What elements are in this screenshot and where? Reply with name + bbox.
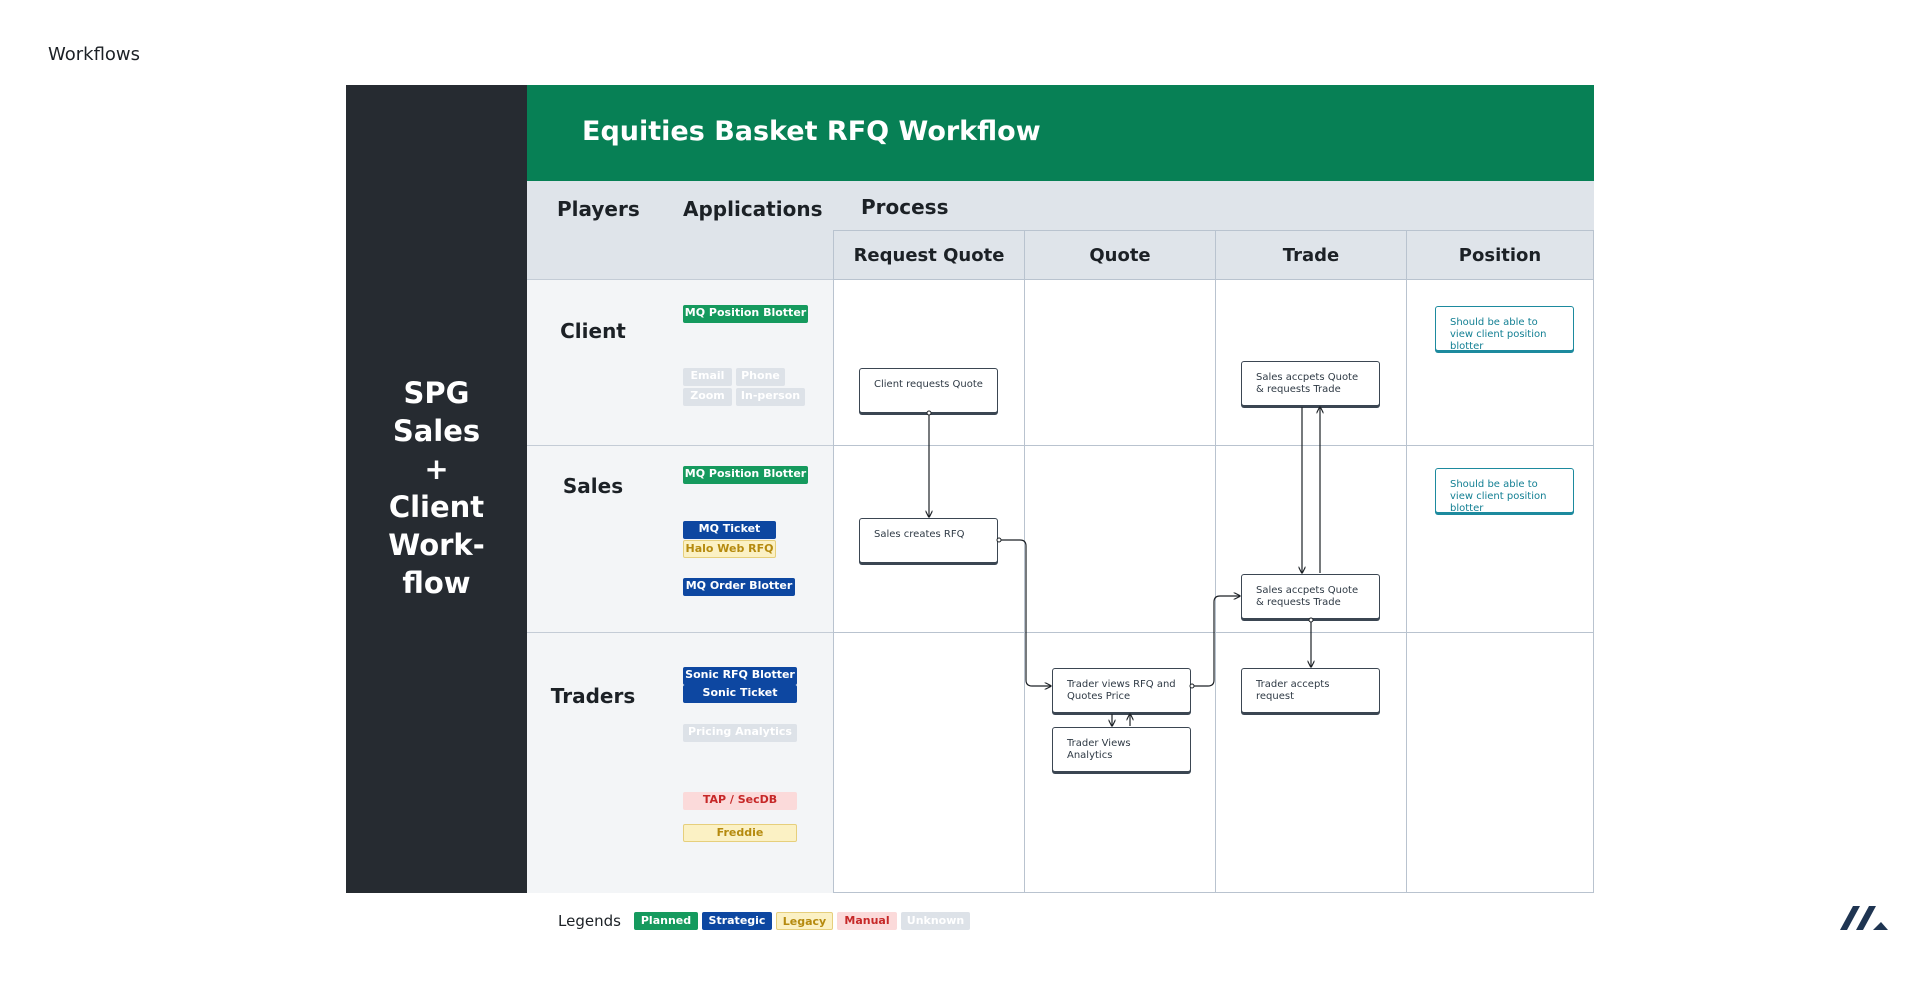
box-client-accepts-quote: Sales accpets Quote & requests Trade [1241, 361, 1380, 406]
player-traders: Traders [550, 684, 636, 708]
app-tap-secdb: TAP / SecDB [683, 792, 797, 810]
side-title-line: Sales [392, 414, 481, 448]
box-trader-views-rfq: Trader views RFQ and Quotes Price [1052, 668, 1191, 713]
side-title-line: + [424, 452, 449, 486]
side-title: SPG Sales + Client Work- flow [346, 374, 527, 602]
process-label: Process [861, 195, 949, 219]
player-client: Client [560, 319, 626, 343]
box-client-requests-quote: Client requests Quote [859, 368, 998, 413]
box-sales-accepts-quote: Sales accpets Quote & requests Trade [1241, 574, 1380, 619]
side-title-line: flow [402, 566, 471, 600]
stage-header-request-quote: Request Quote [833, 230, 1024, 279]
app-pricing-analytics: Pricing Analytics [683, 724, 797, 742]
side-panel [346, 85, 527, 893]
app-in-person: In-person [736, 388, 805, 406]
stage-header-position: Position [1406, 230, 1594, 279]
legend-legacy: Legacy [776, 912, 833, 930]
grid-line [1406, 279, 1407, 893]
box-client-position-blotter: Should be able to view client position b… [1435, 306, 1574, 352]
box-trader-views-analytics: Trader Views Analytics [1052, 727, 1191, 772]
player-sales: Sales [562, 474, 624, 498]
grid-line [833, 632, 1594, 633]
players-header: Players [557, 197, 640, 221]
grid-line [1024, 279, 1025, 893]
legend-unknown: Unknown [901, 912, 970, 930]
box-sales-creates-rfq: Sales creates RFQ [859, 518, 998, 563]
workflow-title: Equities Basket RFQ Workflow [582, 116, 1041, 147]
app-sonic-ticket: Sonic Ticket [683, 685, 797, 703]
side-title-line: SPG [403, 376, 470, 410]
app-zoom: Zoom [683, 388, 732, 406]
app-mq-ticket: MQ Ticket [683, 521, 776, 539]
side-title-line: Work- [388, 528, 485, 562]
app-mq-position-blotter: MQ Position Blotter [683, 305, 808, 323]
legend-label: Legends [558, 912, 621, 930]
process-header [833, 181, 1594, 230]
app-halo-web-rfq: Halo Web RFQ [683, 540, 776, 558]
slash-logo-icon [1840, 906, 1888, 930]
row-divider [527, 279, 833, 280]
box-trader-accepts-request: Trader accepts request [1241, 668, 1380, 713]
box-sales-position-blotter: Should be able to view client position b… [1435, 468, 1574, 514]
grid-line [833, 445, 1594, 446]
app-mq-order-blotter: MQ Order Blotter [683, 578, 795, 596]
columns-header-left [527, 181, 833, 279]
app-phone: Phone [736, 368, 785, 386]
app-mq-position-blotter: MQ Position Blotter [683, 466, 808, 484]
row-divider [527, 445, 833, 446]
grid-line [1215, 279, 1216, 893]
app-email: Email [683, 368, 732, 386]
row-divider [527, 632, 833, 633]
page-label: Workflows [48, 44, 141, 65]
stage-header-trade: Trade [1215, 230, 1406, 279]
legend-strategic: Strategic [702, 912, 772, 930]
header-bar [527, 85, 1594, 181]
legend-planned: Planned [634, 912, 698, 930]
legend-manual: Manual [837, 912, 897, 930]
app-freddie: Freddie [683, 824, 797, 842]
stage-header-quote: Quote [1024, 230, 1215, 279]
side-title-line: Client [388, 490, 485, 524]
app-sonic-rfq-blotter: Sonic RFQ Blotter [683, 667, 797, 685]
applications-header: Applications [683, 197, 823, 221]
